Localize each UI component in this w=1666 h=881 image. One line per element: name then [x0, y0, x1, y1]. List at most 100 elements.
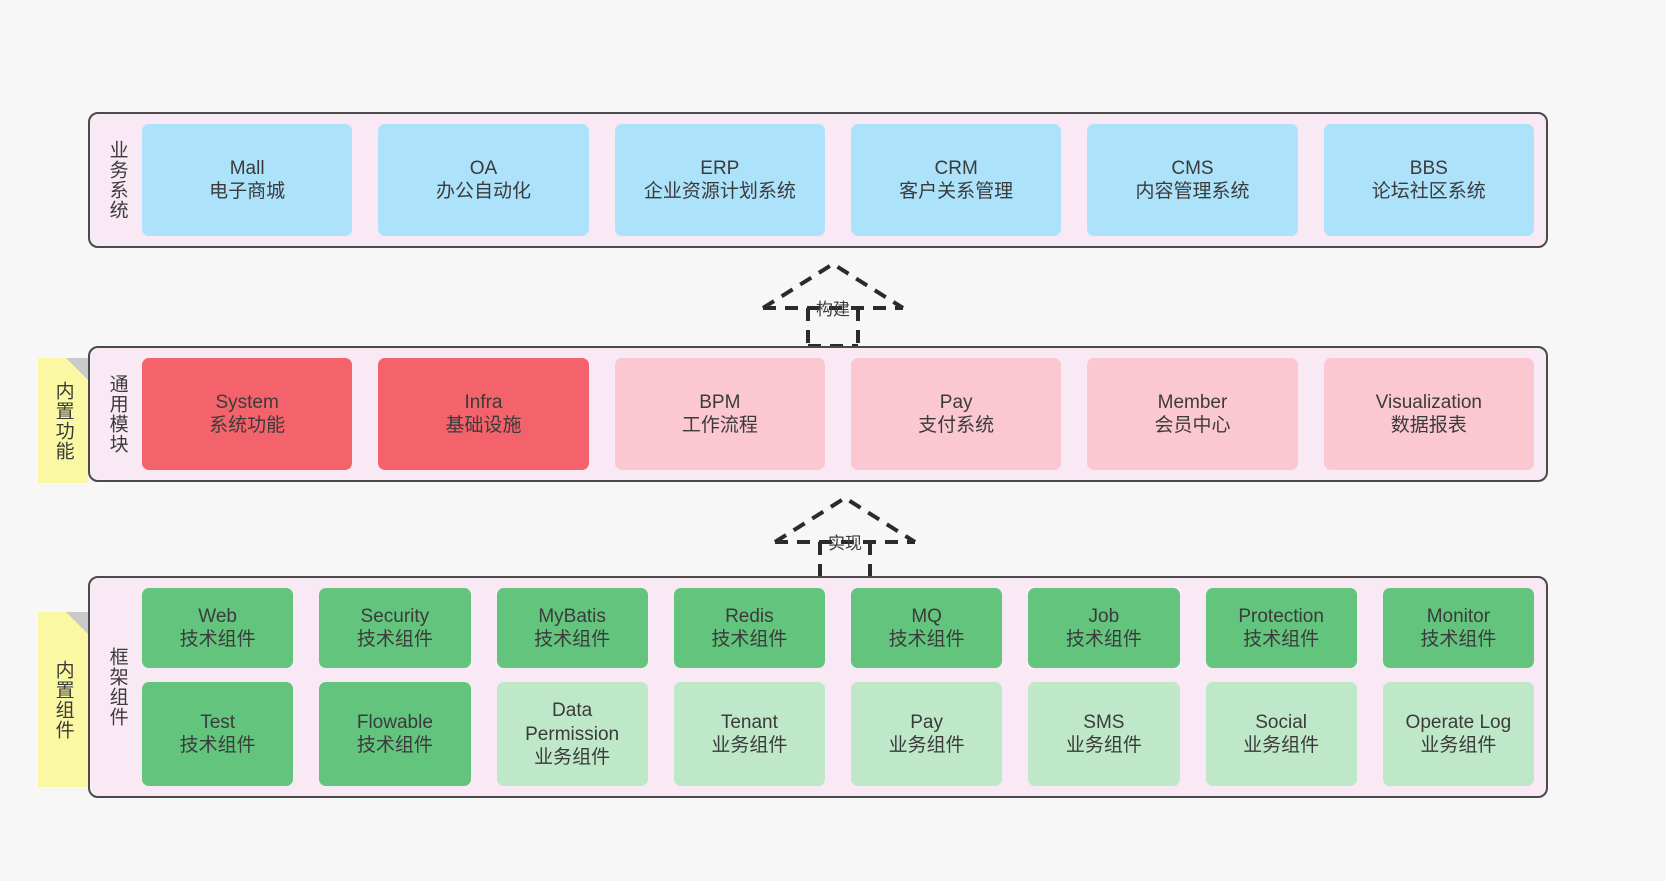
card-subtitle: 内容管理系统 [1135, 181, 1250, 202]
card-title: Pay [939, 391, 973, 413]
card-social[interactable]: Social 业务组件 [1205, 682, 1357, 787]
card-tenant[interactable]: Tenant 业务组件 [673, 682, 825, 787]
card-title: Member [1157, 391, 1228, 413]
card-bbs[interactable]: BBS 论坛社区系统 [1323, 124, 1534, 236]
card-pay[interactable]: Pay 支付系统 [850, 358, 1062, 470]
realize-arrow-glyph [773, 495, 917, 582]
card-subtitle: 技术组件 [534, 629, 611, 651]
card-title: Redis [725, 606, 774, 628]
card-title: MyBatis [538, 606, 606, 628]
card-title: OA [469, 157, 498, 179]
card-title: Flowable [356, 712, 433, 734]
card-title: Web [198, 606, 237, 628]
card-title: CMS [1171, 157, 1214, 179]
card-title: BPM [699, 391, 741, 413]
card-title: BBS [1409, 157, 1448, 179]
card-title: Social [1255, 712, 1307, 734]
card-subtitle: 业务组件 [888, 735, 965, 757]
card-infra[interactable]: Infra 基础设施 [378, 358, 589, 470]
card-sms[interactable]: SMS 业务组件 [1028, 682, 1180, 787]
card-test[interactable]: Test 技术组件 [142, 682, 294, 787]
card-title: MQ [911, 606, 942, 628]
card-job[interactable]: Job 技术组件 [1028, 588, 1180, 669]
note-builtin-component: 内置组件 [38, 612, 88, 787]
card-subtitle: 基础设施 [445, 415, 522, 436]
card-row: Mall 电子商城 OA 办公自动化 ERP 企业资源计划系统 CRM 客户关系… [142, 124, 1534, 236]
card-subtitle: 企业资源计划系统 [643, 181, 796, 202]
layer-title-common-modules: 通用模块 [106, 374, 128, 454]
card-subtitle: 业务组件 [534, 746, 611, 768]
card-row: System 系统功能 Infra 基础设施 BPM 工作流程 Pay 支付系统… [142, 358, 1534, 470]
card-flowable[interactable]: Flowable 技术组件 [319, 682, 471, 787]
card-mall[interactable]: Mall 电子商城 [142, 124, 353, 236]
card-subtitle: 电子商城 [209, 181, 286, 202]
card-subtitle: 技术组件 [888, 629, 965, 651]
layer-title-business-systems: 业务系统 [106, 140, 128, 220]
card-row: Test 技术组件 Flowable 技术组件 Data Permission … [142, 682, 1534, 787]
card-crm[interactable]: CRM 客户关系管理 [850, 124, 1062, 236]
layer-body-framework-components: Web 技术组件 Security 技术组件 MyBatis 技术组件 Redi… [142, 588, 1534, 787]
card-title: Test [200, 712, 236, 734]
card-title: SMS [1083, 712, 1125, 734]
card-subtitle: 技术组件 [1065, 629, 1142, 651]
card-subtitle: 业务组件 [1065, 735, 1142, 757]
card-subtitle: 论坛社区系统 [1371, 181, 1486, 202]
card-security[interactable]: Security 技术组件 [319, 588, 471, 669]
card-web[interactable]: Web 技术组件 [142, 588, 294, 669]
card-row: Web 技术组件 Security 技术组件 MyBatis 技术组件 Redi… [142, 588, 1534, 669]
card-protection[interactable]: Protection 技术组件 [1205, 588, 1357, 669]
card-system[interactable]: System 系统功能 [142, 358, 353, 470]
card-subtitle: 技术组件 [179, 629, 256, 651]
card-subtitle: 客户关系管理 [899, 181, 1014, 202]
layer-business-systems: 业务系统 Mall 电子商城 OA 办公自动化 ERP 企业资源计划系统 CRM… [88, 112, 1548, 248]
note-label: 内置组件 [52, 659, 74, 740]
card-subtitle: 数据报表 [1390, 415, 1467, 436]
card-subtitle: 会员中心 [1154, 415, 1231, 436]
layer-title-framework-components: 框架组件 [106, 647, 128, 727]
card-pay-business[interactable]: Pay 业务组件 [851, 682, 1003, 787]
card-title: System [215, 391, 279, 413]
card-title: Pay [910, 712, 943, 734]
card-subtitle: 技术组件 [179, 735, 256, 757]
card-redis[interactable]: Redis 技术组件 [673, 588, 825, 669]
card-title: Monitor [1426, 606, 1491, 628]
card-monitor[interactable]: Monitor 技术组件 [1382, 588, 1534, 669]
card-mybatis[interactable]: MyBatis 技术组件 [496, 588, 648, 669]
card-cms[interactable]: CMS 内容管理系统 [1087, 124, 1298, 236]
card-erp[interactable]: ERP 企业资源计划系统 [614, 124, 825, 236]
card-title: Job [1088, 606, 1120, 628]
card-subtitle: 技术组件 [356, 629, 433, 651]
realize-arrow: 实现 [770, 492, 920, 582]
card-mq[interactable]: MQ 技术组件 [851, 588, 1003, 669]
card-subtitle: 业务组件 [1243, 735, 1320, 757]
card-title: ERP [700, 157, 740, 179]
card-subtitle: 支付系统 [918, 415, 995, 436]
card-subtitle: 业务组件 [711, 735, 788, 757]
card-data-permission[interactable]: Data Permission 业务组件 [496, 682, 648, 787]
layer-framework-components: 框架组件 Web 技术组件 Security 技术组件 MyBatis 技术组件… [88, 576, 1548, 798]
build-arrow-label: 构建 [816, 300, 850, 319]
card-subtitle: 系统功能 [209, 415, 286, 436]
card-title: Operate Log [1405, 712, 1512, 734]
card-title: Security [360, 606, 430, 628]
card-oa[interactable]: OA 办公自动化 [378, 124, 589, 236]
realize-arrow-label: 实现 [828, 534, 862, 553]
card-title: Tenant [720, 712, 778, 734]
card-subtitle: 工作流程 [681, 415, 758, 436]
layer-common-modules: 通用模块 System 系统功能 Infra 基础设施 BPM 工作流程 Pay… [88, 346, 1548, 482]
card-subtitle: 技术组件 [356, 735, 433, 757]
card-operate-log[interactable]: Operate Log 业务组件 [1382, 682, 1534, 787]
note-fold-corner-icon [66, 358, 88, 380]
note-label: 内置功能 [52, 380, 74, 461]
layer-body-business-systems: Mall 电子商城 OA 办公自动化 ERP 企业资源计划系统 CRM 客户关系… [142, 124, 1534, 236]
card-title: Mall [229, 157, 265, 179]
card-title: Protection [1238, 606, 1324, 628]
card-subtitle: 技术组件 [1243, 629, 1320, 651]
card-bpm[interactable]: BPM 工作流程 [614, 358, 825, 470]
card-visualization[interactable]: Visualization 数据报表 [1323, 358, 1534, 470]
card-title: Data Permission [525, 700, 620, 745]
card-member[interactable]: Member 会员中心 [1087, 358, 1298, 470]
card-subtitle: 技术组件 [1420, 629, 1497, 651]
layer-body-common-modules: System 系统功能 Infra 基础设施 BPM 工作流程 Pay 支付系统… [142, 358, 1534, 470]
